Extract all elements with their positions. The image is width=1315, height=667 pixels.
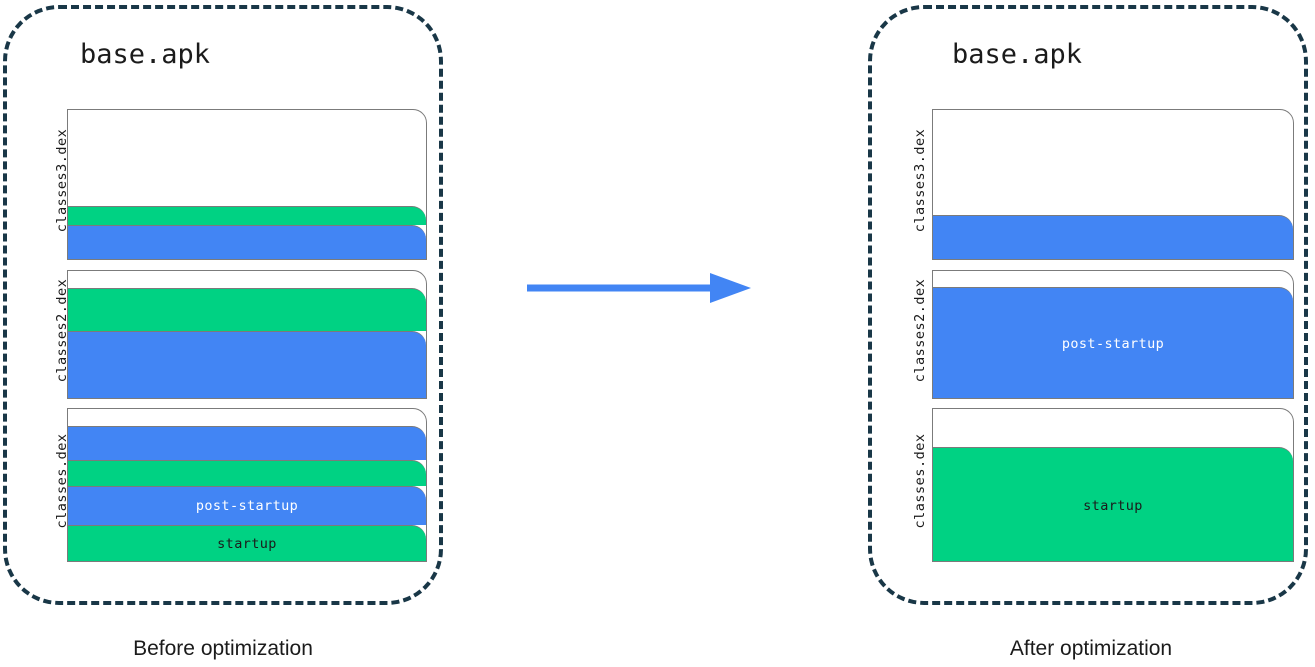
- caption-before: Before optimization: [133, 637, 313, 660]
- dex-bar-classes2-dex: [67, 270, 427, 399]
- dex-bar-classes-dex: post-startup startup: [67, 408, 427, 562]
- dex-label-classes-dex: classes.dex: [912, 433, 928, 529]
- dex-segment-empty: [933, 110, 1293, 215]
- dex-segment-post-startup: [68, 225, 426, 259]
- dex-segment-post-startup: post-startup: [933, 286, 1293, 398]
- dex-bar-classes2-dex: post-startup: [932, 270, 1294, 399]
- dex-segment-post-startup: [68, 425, 426, 460]
- dex-segment-label: post-startup: [195, 497, 299, 514]
- dex-segment-post-startup: post-startup: [68, 486, 426, 525]
- dex-segment-startup: startup: [68, 524, 426, 561]
- dex-segment-startup: [68, 288, 426, 331]
- apk-title-before: base.apk: [80, 39, 211, 70]
- dex-bar-classes3-dex: [932, 109, 1294, 260]
- dex-bar-classes3-dex: [67, 109, 427, 260]
- caption-after: After optimization: [1009, 637, 1173, 660]
- dex-segment-empty: [68, 409, 426, 426]
- dex-segment-startup: [68, 459, 426, 486]
- dex-segment-label: startup: [1083, 497, 1143, 514]
- dex-segment-post-startup: [933, 214, 1293, 259]
- dex-segment-post-startup: [68, 330, 426, 398]
- apk-panel-after: base.apk classes3.dex classes2.dex post-st…: [868, 5, 1308, 605]
- transformation-arrow: [520, 265, 760, 313]
- apk-title-after: base.apk: [952, 39, 1083, 70]
- dex-segment-empty: [68, 110, 426, 206]
- dex-segment-label: startup: [217, 536, 277, 553]
- dex-segment-empty: [68, 271, 426, 288]
- dex-segment-empty: [933, 409, 1293, 447]
- dex-label-classes3-dex: classes3.dex: [912, 128, 928, 233]
- dex-segment-startup: startup: [933, 447, 1293, 561]
- dex-segment-startup: [68, 206, 426, 226]
- dex-segment-label: post-startup: [1061, 335, 1165, 352]
- dex-segment-empty: [933, 271, 1293, 287]
- arrow-icon: [527, 273, 751, 303]
- dex-label-classes2-dex: classes2.dex: [912, 278, 928, 383]
- dex-bar-classes-dex: startup: [932, 408, 1294, 562]
